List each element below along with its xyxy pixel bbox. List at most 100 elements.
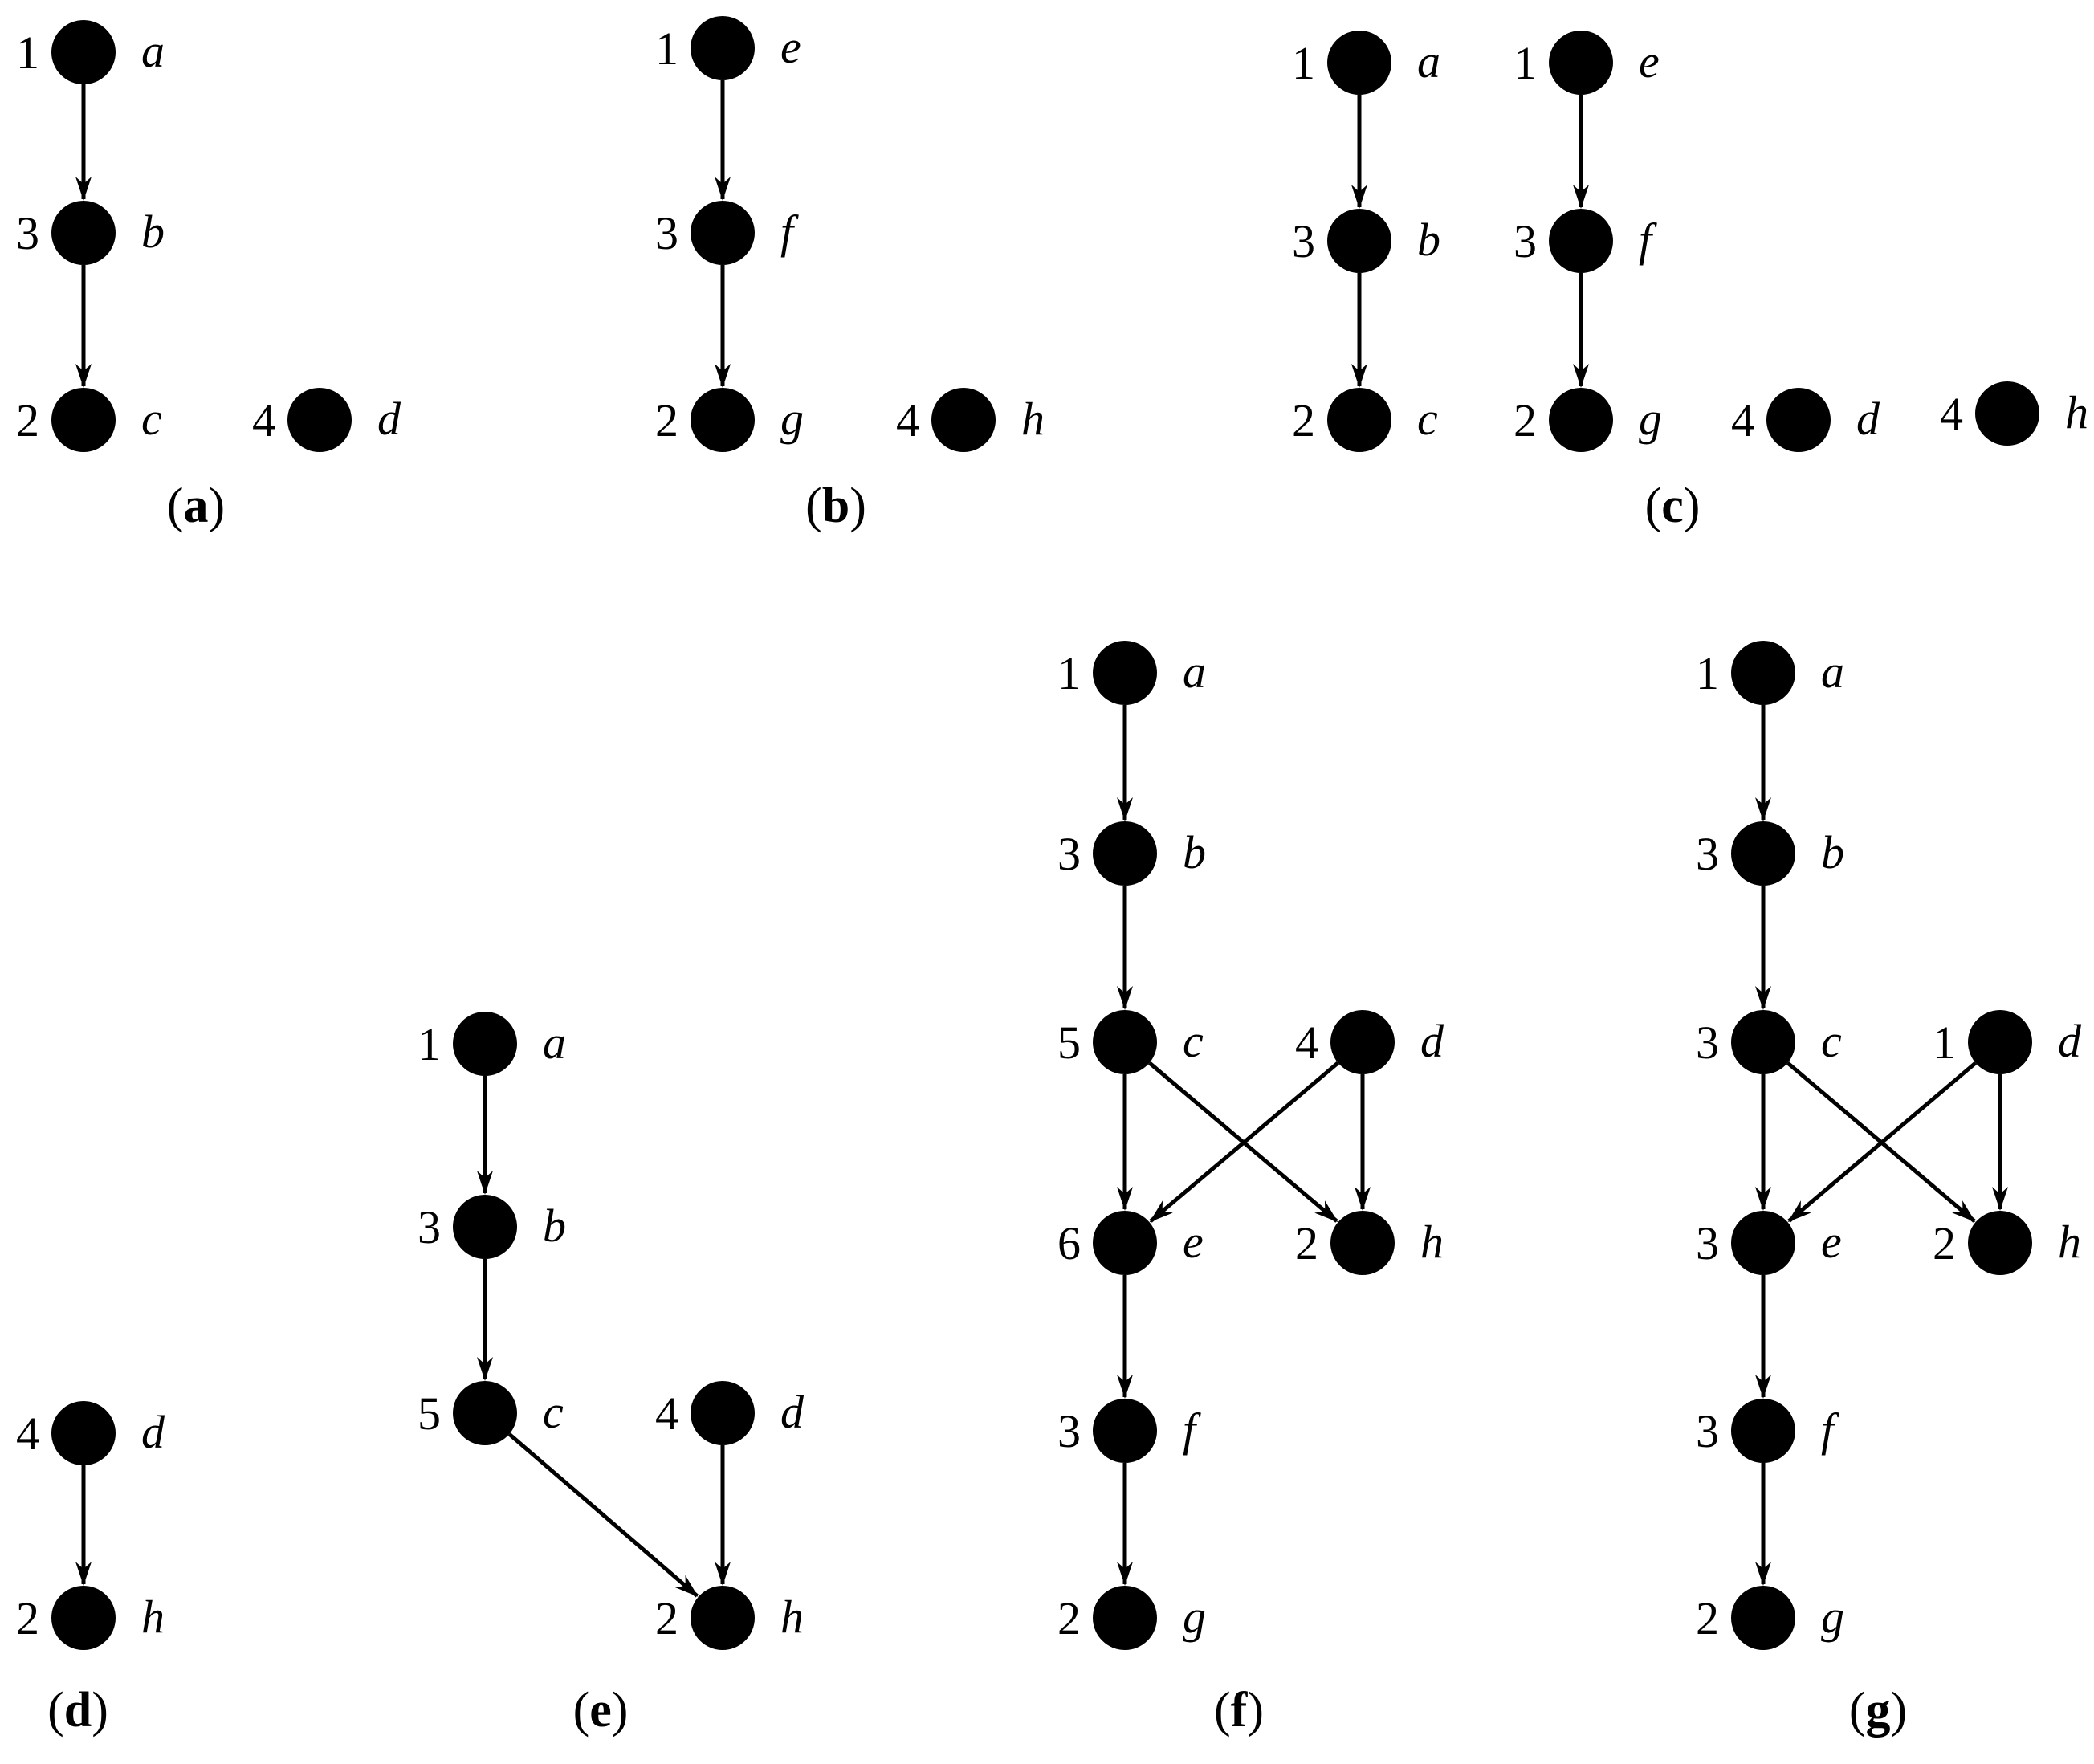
node-circle xyxy=(931,388,996,452)
panel-caption-a: (a) xyxy=(167,479,225,533)
node-value: 3 xyxy=(418,1201,441,1253)
node-value: 1 xyxy=(1292,37,1315,89)
node-label: h xyxy=(780,1591,804,1643)
node-value: 2 xyxy=(1696,1592,1719,1644)
node-circle xyxy=(1731,1586,1795,1650)
node-value: 3 xyxy=(655,207,678,259)
panel-caption-b: (b) xyxy=(805,479,866,533)
node-label: d xyxy=(1856,393,1880,445)
node-circle xyxy=(1731,641,1795,705)
node-label: d xyxy=(141,1406,165,1458)
node-label: h xyxy=(2065,386,2088,438)
node-circle xyxy=(1093,821,1157,886)
node-value: 1 xyxy=(1057,647,1081,699)
node-value: 4 xyxy=(1731,394,1754,446)
node-label: h xyxy=(2058,1216,2081,1268)
node-label: c xyxy=(141,393,162,445)
node-circle xyxy=(1093,1211,1157,1275)
node-circle xyxy=(1093,1586,1157,1650)
node-circle xyxy=(51,20,116,84)
node-label: h xyxy=(141,1591,165,1643)
caption-letter: d xyxy=(64,1683,92,1738)
node-value: 3 xyxy=(1057,1405,1081,1457)
caption-letter: b xyxy=(822,479,849,533)
node-value: 3 xyxy=(1696,1405,1719,1457)
node-circle xyxy=(1327,31,1391,95)
edge-f-d-e xyxy=(1149,1061,1340,1223)
node-circle xyxy=(1330,1010,1395,1074)
node-value: 2 xyxy=(1933,1217,1956,1269)
panel-caption-d: (d) xyxy=(47,1683,108,1738)
node-value: 4 xyxy=(655,1387,678,1440)
node-value: 3 xyxy=(16,207,39,259)
node-circle xyxy=(51,1401,116,1465)
caption-letter: g xyxy=(1866,1683,1891,1738)
node-label: b xyxy=(1183,826,1206,878)
node-circle xyxy=(51,1586,116,1650)
node-circle xyxy=(1330,1211,1395,1275)
node-label: a xyxy=(1183,646,1206,698)
node-circle xyxy=(1731,1010,1795,1074)
node-value: 2 xyxy=(1295,1217,1318,1269)
caption-letter: f xyxy=(1231,1683,1249,1738)
node-value: 2 xyxy=(655,1592,678,1644)
node-circle xyxy=(1731,821,1795,886)
node-label: d xyxy=(1420,1015,1444,1067)
node-value: 1 xyxy=(16,26,39,79)
node-circle xyxy=(287,388,352,452)
node-circle xyxy=(453,1012,517,1076)
node-value: 1 xyxy=(418,1018,441,1070)
node-value: 6 xyxy=(1057,1217,1081,1269)
node-value: 2 xyxy=(16,1592,39,1644)
edge-g-d-e xyxy=(1787,1061,1978,1223)
node-circle xyxy=(1093,641,1157,705)
panel-caption-c: (c) xyxy=(1645,479,1701,533)
node-label: c xyxy=(1417,393,1438,445)
node-value: 2 xyxy=(1292,394,1315,446)
node-label: f xyxy=(1821,1403,1839,1456)
node-label: g xyxy=(1639,393,1662,445)
node-label: d xyxy=(780,1386,805,1438)
node-value: 2 xyxy=(1513,394,1537,446)
node-circle xyxy=(1968,1010,2032,1074)
node-circle xyxy=(691,16,755,80)
node-value: 3 xyxy=(1696,1016,1719,1069)
node-label: d xyxy=(2058,1015,2082,1067)
node-label: f xyxy=(1639,214,1657,266)
node-value: 3 xyxy=(1696,1217,1719,1269)
node-circle xyxy=(1968,1211,2032,1275)
node-label: a xyxy=(543,1016,566,1069)
node-circle xyxy=(1731,1399,1795,1463)
node-circle xyxy=(1327,388,1391,452)
node-label: b xyxy=(141,206,165,258)
node-value: 1 xyxy=(1513,37,1537,89)
node-value: 5 xyxy=(418,1387,441,1440)
node-circle xyxy=(1549,209,1613,273)
